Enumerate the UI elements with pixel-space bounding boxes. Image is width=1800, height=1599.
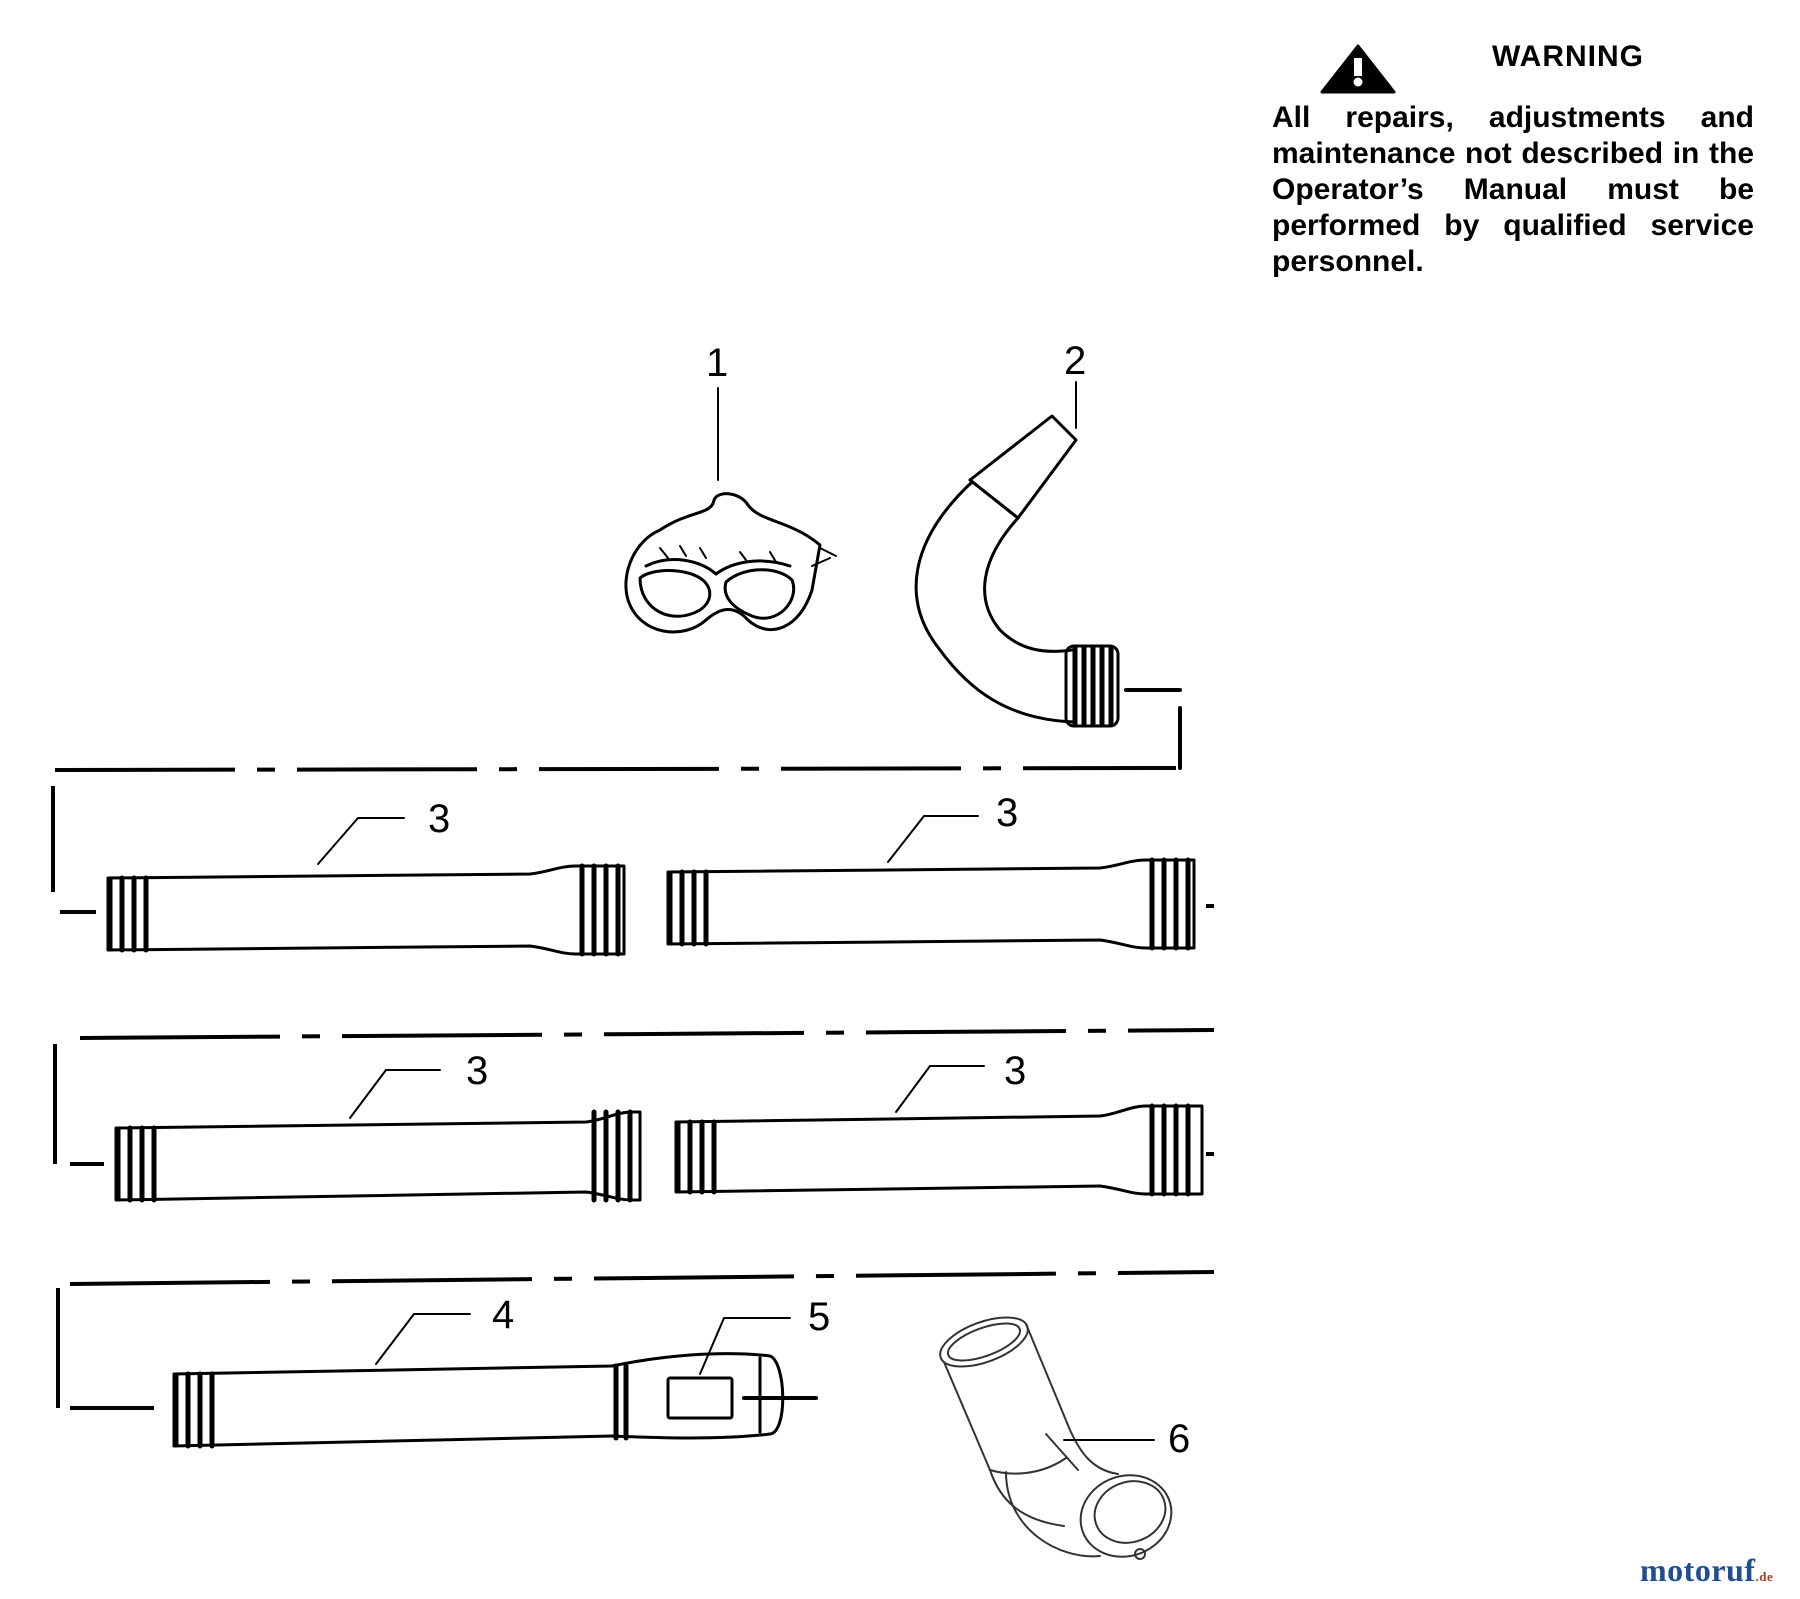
callout-5: 5	[808, 1295, 830, 1339]
callout-4: 4	[492, 1293, 514, 1337]
watermark-logo: motoruf.de	[1640, 1552, 1773, 1589]
callout-6: 6	[1168, 1417, 1190, 1461]
warning-title: WARNING	[1492, 40, 1644, 73]
gutter-elbow	[939, 1316, 1173, 1560]
watermark-tld: .de	[1755, 1569, 1774, 1584]
callout-3d: 3	[1004, 1049, 1026, 1093]
nozzle-insert	[666, 1317, 791, 1420]
callout-3c: 3	[466, 1049, 488, 1093]
straight-tube-a	[106, 817, 626, 957]
nozzle-tube	[172, 1313, 818, 1449]
watermark-name: motoruf	[1640, 1552, 1756, 1588]
elbow-tube	[914, 381, 1182, 770]
callout-1: 1	[706, 341, 728, 385]
straight-tube-c	[114, 1069, 642, 1203]
callout-2: 2	[1064, 339, 1086, 383]
safety-goggles	[624, 387, 837, 634]
assembly-lines	[51, 766, 1215, 1410]
straight-tube-b	[666, 815, 1196, 951]
straight-tube-d	[674, 1065, 1204, 1197]
callout-3a: 3	[428, 797, 450, 841]
warning-text: All repairs, adjustments and maintenance…	[1272, 101, 1754, 278]
warning-triangle-icon	[1320, 44, 1396, 94]
callout-3b: 3	[996, 791, 1018, 835]
